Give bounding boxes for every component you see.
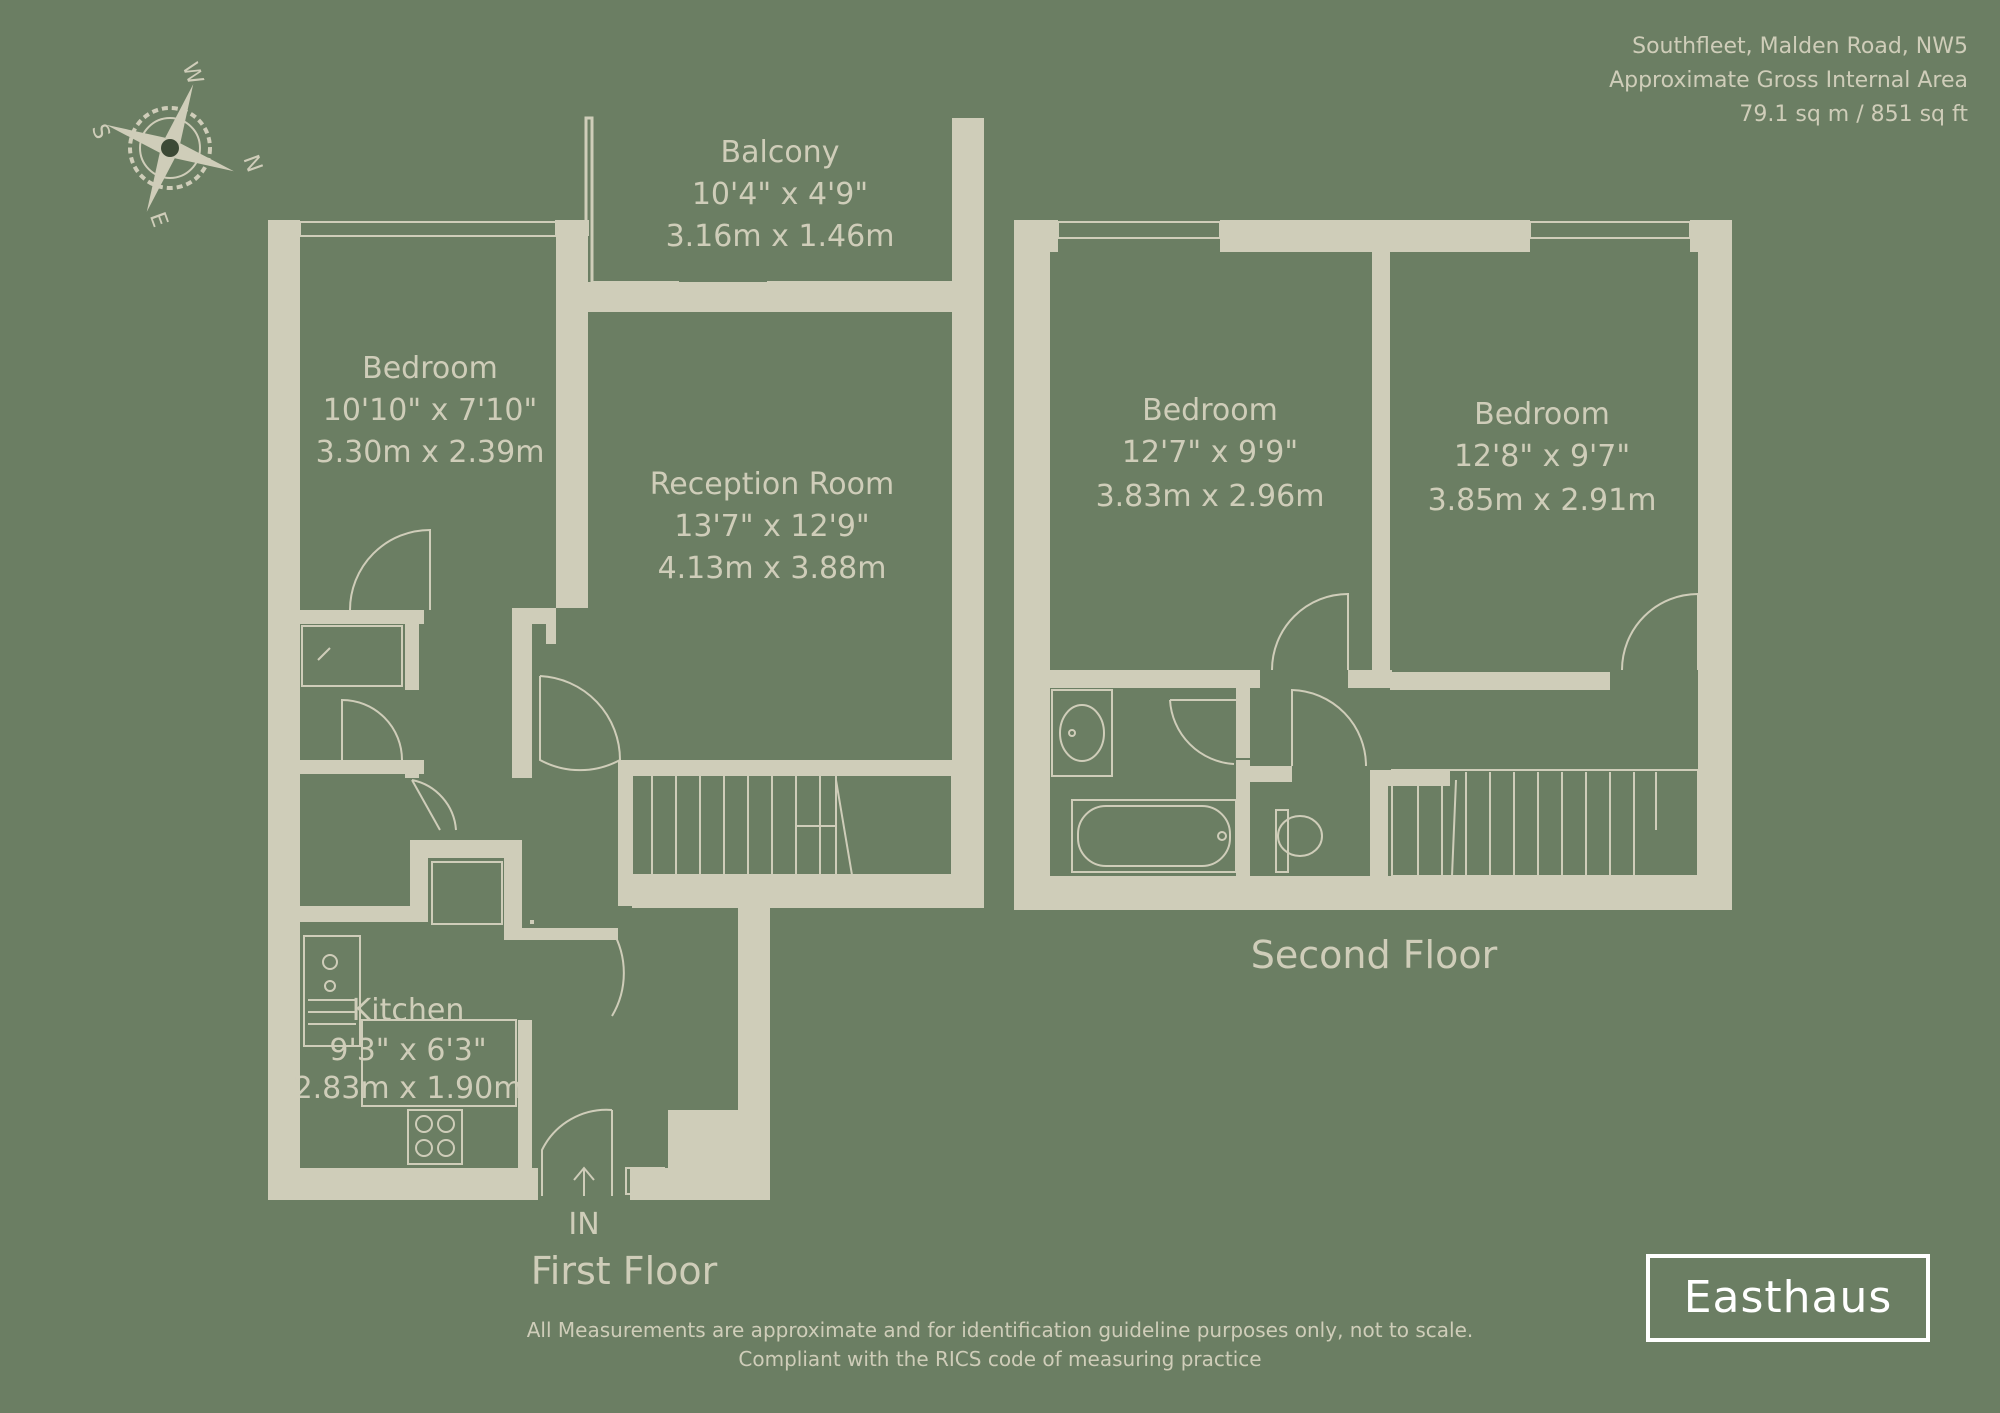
easthaus-logo: Easthaus bbox=[1646, 1254, 1930, 1342]
property-address: Southfleet, Malden Road, NW5 bbox=[1632, 34, 1968, 59]
bedroom-2-imperial: 12'7" x 9'9" bbox=[1122, 435, 1298, 470]
reception-name: Reception Room bbox=[650, 467, 894, 502]
kitchen-metric: 2.83m x 1.90m bbox=[294, 1071, 523, 1106]
compass-west: W bbox=[177, 59, 208, 88]
bedroom-3-name: Bedroom bbox=[1474, 397, 1610, 432]
first-floor-title: First Floor bbox=[531, 1249, 718, 1293]
room-labels: Balcony 10'4" x 4'9" 3.16m x 1.46m Bedro… bbox=[294, 135, 1657, 1293]
compass-east: E bbox=[144, 209, 172, 231]
bedroom-2-name: Bedroom bbox=[1142, 393, 1278, 428]
area-value: 79.1 sq m / 851 sq ft bbox=[1739, 102, 1968, 127]
second-floor-plan bbox=[1014, 220, 1732, 910]
compass-rose-icon: W N E S bbox=[86, 59, 267, 231]
balcony-imperial: 10'4" x 4'9" bbox=[692, 177, 868, 212]
bedroom-1-metric: 3.30m x 2.39m bbox=[316, 435, 545, 470]
kitchen-name: Kitchen bbox=[352, 993, 465, 1028]
bedroom-1-imperial: 10'10" x 7'10" bbox=[323, 393, 538, 428]
property-header: Southfleet, Malden Road, NW5 Approximate… bbox=[1609, 30, 1968, 132]
bedroom-1-name: Bedroom bbox=[362, 351, 498, 386]
balcony-metric: 3.16m x 1.46m bbox=[666, 219, 895, 254]
reception-metric: 4.13m x 3.88m bbox=[658, 551, 887, 586]
entrance-label: IN bbox=[568, 1207, 599, 1242]
area-title: Approximate Gross Internal Area bbox=[1609, 68, 1968, 93]
kitchen-imperial: 9'3" x 6'3" bbox=[329, 1033, 486, 1068]
bedroom-3-imperial: 12'8" x 9'7" bbox=[1454, 439, 1630, 474]
bedroom-2-metric: 3.83m x 2.96m bbox=[1096, 479, 1325, 514]
disclaimer-line-2: Compliant with the RICS code of measurin… bbox=[738, 1347, 1262, 1371]
bedroom-3-metric: 3.85m x 2.91m bbox=[1428, 483, 1657, 518]
compass-south: S bbox=[86, 121, 114, 143]
first-floor-plan bbox=[268, 116, 984, 1200]
balcony-name: Balcony bbox=[721, 135, 840, 170]
reception-imperial: 13'7" x 12'9" bbox=[674, 509, 869, 544]
disclaimer: All Measurements are approximate and for… bbox=[0, 1316, 2000, 1374]
second-floor-fixtures bbox=[1051, 221, 1699, 877]
second-floor-title: Second Floor bbox=[1251, 933, 1498, 977]
disclaimer-line-1: All Measurements are approximate and for… bbox=[526, 1318, 1474, 1342]
first-floor-fixtures bbox=[299, 221, 953, 1196]
compass-north: N bbox=[238, 152, 267, 176]
